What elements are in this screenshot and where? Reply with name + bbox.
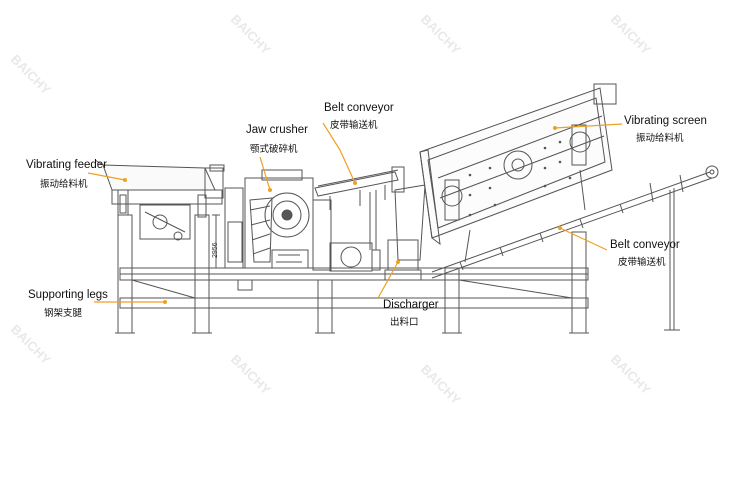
vibrating-feeder-drawing [94,159,225,241]
supporting-legs-drawing [115,214,589,334]
motor-drawing [329,242,381,272]
jaw-crusher-drawing [212,169,332,271]
belt-conveyor-top-drawing [314,166,405,250]
belt-conveyor-right-label: Belt conveyor [610,239,680,251]
watermark-text: BAICHY [608,352,654,398]
jaw-crusher-label-zh: 颚式破碎机 [250,144,298,155]
discharger-label: Discharger [383,299,439,311]
belt-conveyor-top-label: Belt conveyor [324,102,394,114]
watermark-text: BAICHY [8,322,54,368]
watermark-text: BAICHY [228,352,274,398]
vibrating-screen-label-zh: 振动给料机 [636,133,684,144]
discharger-label-zh: 出料口 [390,317,419,328]
jaw-crusher-label: Jaw crusher [246,124,308,136]
leader-dots [123,126,562,304]
watermark-text: BAICHY [608,12,654,58]
leader-lines [87,122,623,303]
vibrating-feeder-label: Vibrating feeder [26,159,107,171]
watermark-text: BAICHY [8,52,54,98]
supporting-legs-label-zh: 钢架支腿 [44,308,83,319]
watermark-text: BAICHY [228,12,274,58]
belt-conveyor-top-label-zh: 皮带输送机 [330,120,378,131]
supporting-legs-label: Supporting legs [28,289,108,301]
vibrating-screen-drawing [419,83,617,263]
dimension-label: 2956 [212,242,219,258]
vibrating-feeder-label-zh: 振动给料机 [40,179,88,190]
vibrating-screen-label: Vibrating screen [624,115,707,127]
watermark-text: BAICHY [418,362,464,408]
watermark-text: BAICHY [418,12,464,58]
belt-conveyor-right-label-zh: 皮带输送机 [618,257,666,268]
discharger-drawing [384,184,426,281]
belt-conveyor-right-drawing [431,165,719,331]
